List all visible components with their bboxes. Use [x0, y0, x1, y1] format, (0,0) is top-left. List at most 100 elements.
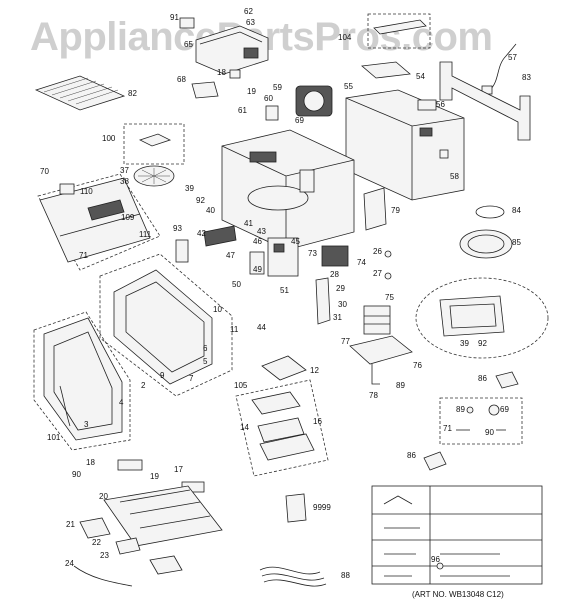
wire-harness	[259, 566, 327, 587]
callout-c110: 110	[80, 187, 93, 196]
callout-c82: 82	[128, 89, 137, 98]
callout-c18b: 18	[86, 458, 95, 467]
oven-cavity	[221, 129, 355, 251]
part-93	[175, 239, 189, 263]
callout-c84: 84	[512, 206, 521, 215]
part-73-74	[321, 245, 349, 267]
callout-c86b: 86	[407, 451, 416, 460]
callout-c91: 91	[170, 13, 179, 22]
vent-grille-group	[37, 173, 161, 271]
callout-c19b: 19	[150, 472, 159, 481]
callout-c105: 105	[234, 381, 248, 390]
transformer	[363, 305, 391, 335]
part-79	[363, 187, 387, 231]
callout-c79: 79	[391, 206, 400, 215]
bottom-parts	[73, 459, 223, 587]
callout-c100: 100	[102, 134, 116, 143]
part-42	[203, 225, 237, 247]
callout-c47: 47	[226, 251, 235, 260]
turntable-tray	[459, 229, 513, 259]
callout-c14: 14	[240, 423, 249, 432]
callout-c76: 76	[413, 361, 422, 370]
callout-c101: 101	[47, 433, 61, 442]
callout-c70: 70	[40, 167, 49, 176]
part-27	[384, 272, 392, 280]
callout-c42: 42	[197, 229, 206, 238]
callout-c37: 37	[120, 166, 129, 175]
callout-c18a: 18	[217, 68, 226, 77]
cooking-rack	[34, 75, 126, 111]
callout-c60: 60	[264, 94, 273, 103]
callout-c86a: 86	[478, 374, 487, 383]
callout-labels: 9162636510457836818195455598260566169100…	[40, 7, 531, 580]
door-assembly	[33, 253, 233, 451]
callout-c92a: 92	[196, 196, 205, 205]
base-plate	[349, 335, 413, 365]
callout-c28: 28	[330, 270, 339, 279]
callout-c27: 27	[373, 269, 382, 278]
callout-c78: 78	[369, 391, 378, 400]
part-104-group	[367, 13, 431, 49]
callout-c19a: 19	[247, 87, 256, 96]
control-bracket-assembly	[179, 17, 269, 79]
callout-c58: 58	[450, 172, 459, 181]
callout-c89b: 89	[456, 405, 465, 414]
callout-c44: 44	[257, 323, 266, 332]
part-105-group	[235, 379, 329, 477]
roller-ring	[475, 205, 505, 219]
callout-c59: 59	[273, 83, 282, 92]
part-12	[261, 355, 307, 381]
callout-c45: 45	[291, 237, 300, 246]
callout-c6: 6	[203, 344, 208, 353]
callout-c9999: 9999	[313, 503, 331, 512]
callout-c90a: 90	[485, 428, 494, 437]
callout-c41: 41	[244, 219, 253, 228]
callout-c92b: 92	[478, 339, 487, 348]
part-9999	[285, 493, 307, 523]
callout-c12: 12	[310, 366, 319, 375]
callout-c90b: 90	[72, 470, 81, 479]
callout-c49: 49	[253, 265, 262, 274]
part-26	[384, 250, 392, 258]
callout-c5: 5	[203, 357, 208, 366]
control-board	[249, 237, 299, 277]
mounting-plate	[439, 61, 531, 141]
part-68	[191, 81, 219, 99]
callout-c71b: 71	[443, 424, 452, 433]
hardware-kit-group	[439, 371, 523, 445]
callout-c39b: 39	[460, 339, 469, 348]
callout-c29: 29	[336, 284, 345, 293]
callout-c51: 51	[280, 286, 289, 295]
callout-c55: 55	[344, 82, 353, 91]
callout-c31: 31	[333, 313, 342, 322]
fan-motor	[265, 85, 333, 121]
callout-c20: 20	[99, 492, 108, 501]
callout-c96: 96	[431, 555, 440, 564]
part-54-plate	[361, 61, 411, 79]
callout-c22: 22	[92, 538, 101, 547]
callout-c21: 21	[66, 520, 75, 529]
waveguide-detail	[415, 277, 549, 359]
art-number: (ART NO. WB13048 C12)	[412, 590, 504, 599]
callout-c54: 54	[416, 72, 425, 81]
callout-c39a: 39	[185, 184, 194, 193]
power-cord	[489, 43, 517, 91]
turntable-support-group	[123, 123, 185, 165]
callout-c38: 38	[120, 177, 129, 186]
callout-c75: 75	[385, 293, 394, 302]
callout-c11: 11	[230, 325, 239, 334]
callout-c69b: 69	[500, 405, 509, 414]
callout-c43: 43	[257, 227, 266, 236]
callout-c71a: 71	[79, 251, 88, 260]
callout-c85: 85	[512, 238, 521, 247]
callout-c23: 23	[100, 551, 109, 560]
callout-c50: 50	[232, 280, 241, 289]
callout-c104: 104	[338, 33, 352, 42]
callout-c24: 24	[65, 559, 74, 568]
callout-c10: 10	[213, 305, 222, 314]
callout-c30: 30	[338, 300, 347, 309]
callout-c109: 109	[121, 213, 135, 222]
callout-c46: 46	[253, 237, 262, 246]
callout-c88: 88	[341, 571, 350, 580]
